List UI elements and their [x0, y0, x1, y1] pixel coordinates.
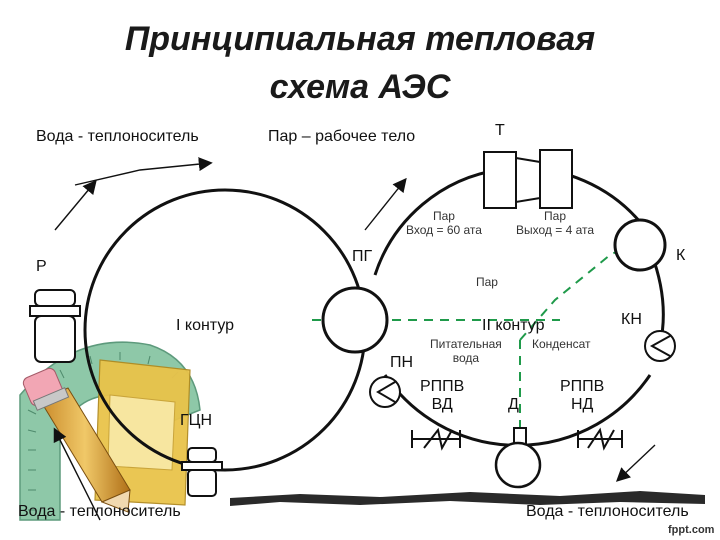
arrow-water-top [74, 157, 213, 186]
label-steam-out-line-2: Выход = 4 ата [516, 222, 595, 237]
steam-generator-icon [321, 286, 389, 354]
condensate-pump-icon [644, 330, 676, 362]
label-steam-out: Пар Выход = 4 ата [516, 209, 595, 238]
lp-heater-icon [577, 427, 623, 451]
feed-pump-icon [369, 376, 401, 408]
label-reactor: Р [36, 258, 47, 275]
label-hp-heater-line-2: ВД [431, 396, 453, 414]
label-steam-working-body: Пар – рабочее тело [268, 128, 416, 145]
label-lp-heater-line-1: РППВ [560, 378, 605, 395]
label-steam-in-line-1: Пар [432, 209, 455, 223]
label-main-circulation-pump: ГЦН [180, 412, 213, 429]
clipart-drawing-tools [19, 341, 201, 521]
label-lp-heater-line-2: НД [570, 396, 594, 414]
label-turbine: Т [495, 122, 505, 139]
label-condensate-pump: КН [621, 311, 642, 328]
slide-title-line-1: Принципиальная тепловая [124, 20, 596, 58]
arrow-water-bottom-left [53, 427, 101, 521]
arrow-water-up-left [54, 179, 97, 231]
deaerator-icon [494, 427, 542, 489]
label-water-coolant-bottom-right: Вода - теплоноситель [526, 503, 689, 520]
main-circulation-pump-icon [181, 447, 223, 497]
label-feed-water-line-1: Питательная [430, 337, 502, 351]
label-feed-water-line-2: вода [452, 350, 480, 365]
reactor-icon [29, 289, 81, 363]
arrow-condensate-down [615, 444, 656, 482]
label-deaerator: Д [508, 396, 519, 413]
label-hp-heater-line-1: РППВ [420, 378, 465, 395]
condenser-icon [613, 218, 667, 272]
label-lp-heater: РППВ НД [560, 378, 604, 415]
label-water-coolant-bottom-left: Вода - теплоноситель [18, 503, 181, 520]
label-steam-in-line-2: Вход = 60 ата [406, 222, 482, 237]
label-water-coolant-top: Вода - теплоноситель [36, 128, 199, 145]
hp-heater-icon [411, 427, 461, 451]
ground-brush-stroke [230, 491, 705, 506]
label-steam-out-line-1: Пар [544, 209, 567, 223]
label-steam-generator: ПГ [352, 248, 373, 265]
label-feed-water: Питательная вода [430, 337, 502, 366]
label-steam-in: Пар Вход = 60 ата [406, 209, 482, 238]
label-steam: Пар [476, 275, 498, 289]
label-hp-heater: РППВ ВД [420, 378, 464, 415]
slide-title-line-2: схема АЭС [269, 68, 451, 106]
label-condensate: Конденсат [532, 337, 591, 351]
arrow-steam-up [364, 177, 407, 231]
label-feed-pump: ПН [390, 354, 414, 371]
label-condenser: К [676, 247, 686, 264]
turbine-icon [483, 149, 573, 209]
label-circuit-2: II контур [482, 317, 545, 334]
watermark: fppt.com [668, 524, 715, 536]
label-circuit-1: I контур [176, 317, 235, 334]
